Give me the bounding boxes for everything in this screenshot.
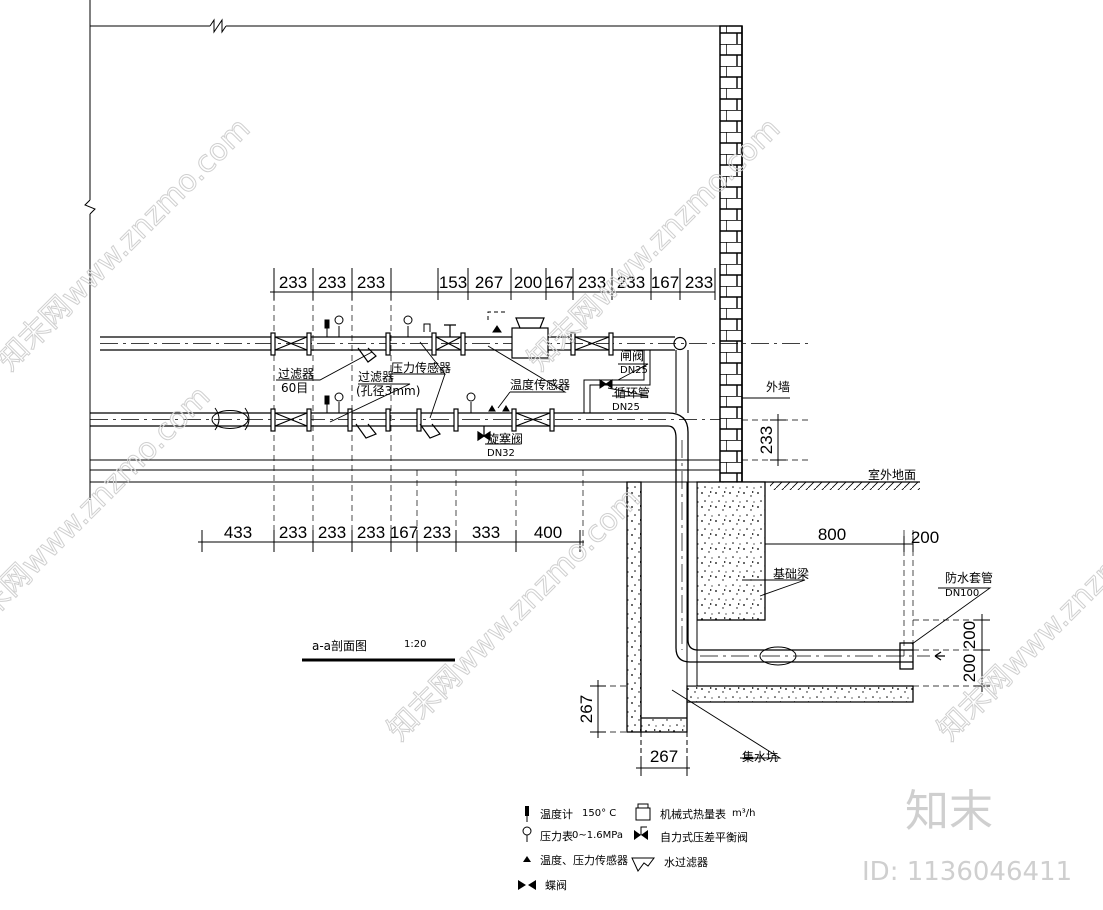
bottom-dimension-line [198, 530, 584, 552]
label-filter-3mm-sub: (孔径3mm) [356, 384, 420, 398]
foundation-beam [696, 481, 766, 621]
svg-text:机械式热量表: 机械式热量表 [660, 807, 726, 821]
dim-top-1: 233 [279, 273, 307, 292]
water-filter-icon [631, 857, 655, 872]
label-outdoor-ground: 室外地面 [868, 467, 916, 482]
heat-meter-icon [635, 807, 651, 821]
dim-bottom-6: 233 [423, 523, 451, 542]
dim-sleeve-200-a: 200 [960, 621, 979, 649]
legend-item-temp-pressure-sensor: 温度、压力传感器 [523, 853, 628, 867]
watermark-1: 知末网www.znzmo.com [0, 111, 257, 377]
legend-item-pressure-gauge: 压力表 0~1.6MPa [522, 826, 623, 843]
watermark-2: 知末网www.znzmo.com [521, 111, 787, 377]
id-watermark: ID: 1136046411 [862, 857, 1072, 887]
dim-top-11: 233 [685, 273, 713, 292]
legend-item-thermometer: 温度计 150° C [525, 806, 616, 822]
label-gate-valve-dn: DN25 [620, 365, 648, 376]
legend-item-water-filter: 水过滤器 [631, 856, 708, 872]
label-temp-sensor: 温度传感器 [510, 377, 570, 392]
legend-item-heat-meter: 机械式热量表 m³/h [635, 803, 755, 821]
label-gate-valve: 闸阀 [620, 349, 644, 363]
svg-text:温度计: 温度计 [540, 807, 573, 821]
floor-slab [90, 459, 720, 471]
dim-bottom-8: 400 [534, 523, 562, 542]
section-scale: 1:20 [404, 639, 426, 650]
dim-sleeve-200-b: 200 [960, 654, 979, 682]
dim-pit-width: 267 [650, 747, 678, 766]
upper-pipe [100, 336, 810, 351]
room-outline [84, 0, 720, 500]
svg-text:温度、压力传感器: 温度、压力传感器 [540, 853, 628, 867]
label-circ-pipe-dn: DN25 [612, 402, 640, 413]
bottom-dimension-texts: 433 233 233 233 167 233 333 400 [224, 523, 562, 542]
svg-text:自力式压差平衡阀: 自力式压差平衡阀 [660, 830, 748, 844]
watermarks: 知末网www.znzmo.com 知末网www.znzmo.com 知末网www… [0, 111, 1103, 887]
temp-pressure-sensor-icon [523, 856, 531, 862]
dim-top-4: 153 [439, 273, 467, 292]
top-dimension-line [270, 268, 716, 300]
dim-bottom-4: 233 [357, 523, 385, 542]
dim-top-5: 267 [475, 273, 503, 292]
thermometer-icon [525, 806, 529, 816]
label-foundation-beam: 基础梁 [773, 566, 809, 581]
section-title: a-a剖面图 [312, 639, 367, 653]
dim-top-3: 233 [357, 273, 385, 292]
dim-top-7: 167 [545, 273, 573, 292]
sump-floor-slab [640, 685, 914, 733]
label-pressure-sensor: 压力传感器 [391, 360, 451, 375]
dim-bottom-3: 233 [318, 523, 346, 542]
dim-top-2: 233 [318, 273, 346, 292]
sump-wall-left [626, 481, 642, 733]
label-waterproof-sleeve: 防水套管 [945, 570, 993, 585]
upper-instruments [324, 311, 508, 337]
lower-fittings [270, 408, 555, 442]
svg-text:m³/h: m³/h [732, 808, 755, 819]
outdoor-ground [742, 481, 920, 490]
label-filter-60: 过滤器 [278, 367, 314, 381]
brand-watermark: 知末 [905, 786, 993, 837]
svg-text:水过滤器: 水过滤器 [664, 856, 708, 869]
label-circ-pipe: 循环管 [614, 385, 650, 400]
watermark-3: 知末网www.znzmo.com [0, 379, 217, 645]
legend: 温度计 150° C 压力表 0~1.6MPa 温度、压力传感器 蝶阀 机械式热… [518, 803, 755, 892]
dim-top-10: 167 [651, 273, 679, 292]
label-plug-valve: 旋塞阀 [487, 431, 523, 446]
other-dimension-lines [590, 414, 990, 776]
section-title-block: a-a剖面图 1:20 [302, 639, 455, 662]
watermark-5: 知末网www.znzmo.com [931, 481, 1103, 747]
dim-top-8: 233 [578, 273, 606, 292]
svg-text:蝶阀: 蝶阀 [545, 878, 567, 892]
lower-pipe [90, 407, 945, 670]
watermark-4: 知末网www.znzmo.com [381, 481, 647, 747]
dim-top-9: 233 [617, 273, 645, 292]
label-filter-60-sub: 60目 [281, 381, 308, 395]
dim-foundation-200: 200 [911, 528, 939, 547]
leader-lines [276, 341, 992, 759]
dim-bottom-5: 167 [390, 523, 418, 542]
label-filter-3mm: 过滤器 [358, 370, 394, 384]
label-outer-wall: 外墙 [766, 380, 790, 394]
lower-instruments [324, 350, 651, 413]
dim-bottom-7: 333 [472, 523, 500, 542]
outer-wall-brick [719, 25, 743, 483]
label-waterproof-sleeve-dn: DN100 [945, 588, 979, 599]
dim-bottom-2: 233 [279, 523, 307, 542]
svg-text:0~1.6MPa: 0~1.6MPa [572, 830, 623, 841]
dim-pit-height: 267 [577, 695, 596, 723]
legend-item-butterfly-valve: 蝶阀 [518, 878, 567, 892]
annotation-labels: 过滤器 60目 过滤器 (孔径3mm) 压力传感器 温度传感器 闸阀 DN25 … [278, 349, 993, 764]
dim-top-6: 200 [514, 273, 542, 292]
top-dimension-texts: 233 233 233 153 267 200 167 233 233 167 … [279, 273, 713, 292]
dim-foundation-800: 800 [818, 525, 846, 544]
dim-right-233: 233 [757, 426, 776, 454]
svg-text:150° C: 150° C [582, 808, 616, 819]
label-sump: 集水坑 [742, 749, 778, 764]
dim-bottom-1: 433 [224, 523, 252, 542]
svg-text:压力表: 压力表 [540, 829, 573, 843]
butterfly-valve-icon [518, 880, 536, 890]
label-plug-valve-dn: DN32 [487, 448, 515, 459]
pressure-gauge-icon [522, 826, 532, 836]
legend-item-balance-valve: 自力式压差平衡阀 [634, 826, 748, 844]
